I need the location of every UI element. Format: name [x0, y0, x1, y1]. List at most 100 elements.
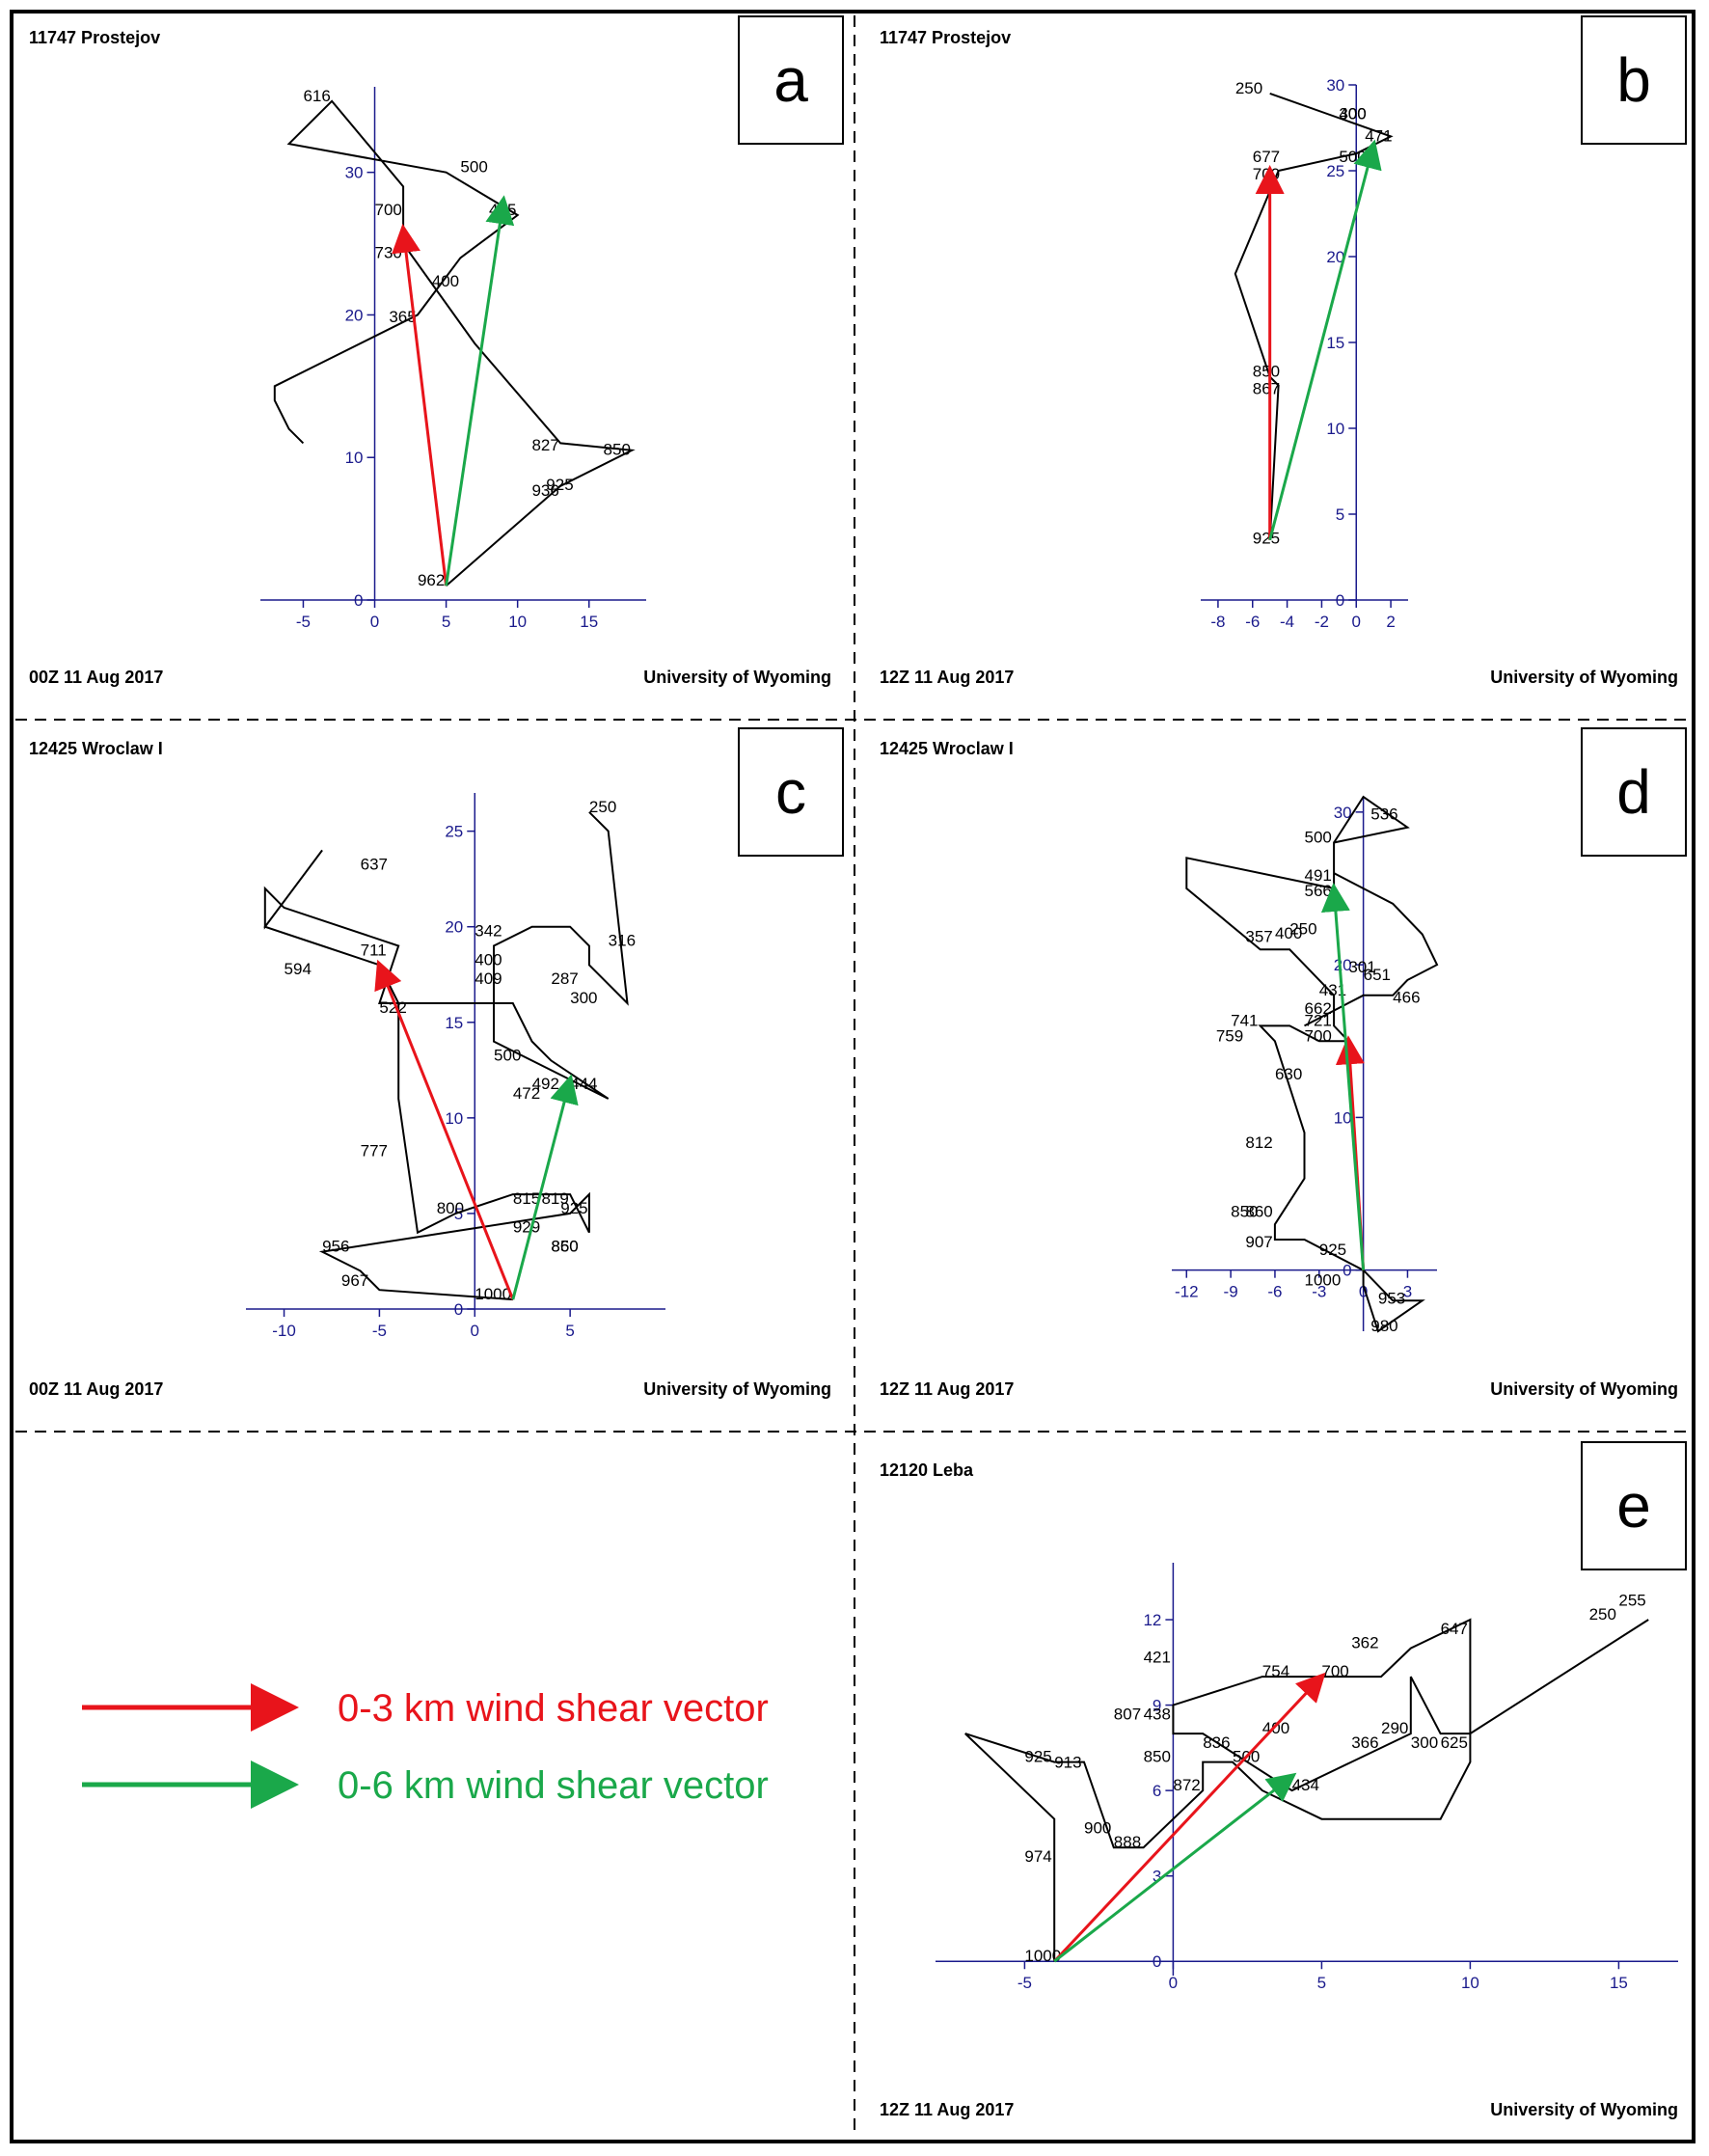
pressure-label: 1000 — [1305, 1271, 1342, 1290]
pressure-label: 500 — [460, 158, 487, 177]
pressure-label: 700 — [1305, 1026, 1332, 1045]
time-label: 12Z 11 Aug 2017 — [880, 1379, 1014, 1399]
pressure-label: 400 — [475, 950, 502, 969]
pressure-label: 400 — [432, 272, 459, 290]
pressure-label: 316 — [609, 932, 636, 950]
hodograph-line — [1185, 795, 1439, 1333]
pressure-label: 301 — [1348, 958, 1375, 976]
y-tick-label: 0 — [1343, 1262, 1351, 1280]
credit-label: University of Wyoming — [1490, 668, 1678, 687]
station-title: 11747 Prostejov — [880, 28, 1011, 47]
y-tick-label: 30 — [1326, 76, 1344, 95]
panel-b: 11747 Prostejov 12Z 11 Aug 2017 University… — [880, 15, 1687, 687]
pressure-label: 721 — [1305, 1011, 1332, 1029]
pressure-label: 491 — [1305, 866, 1332, 885]
pressure-label: 812 — [1245, 1133, 1272, 1152]
x-tick-label: 15 — [1610, 1974, 1628, 1992]
pressure-label: 409 — [475, 969, 502, 988]
pressure-label: 500 — [1339, 148, 1366, 166]
pressure-label: 1000 — [1024, 1947, 1061, 1965]
time-label: 00Z 11 Aug 2017 — [29, 1379, 163, 1399]
y-tick-label: 10 — [345, 449, 364, 467]
pressure-label: 677 — [1253, 148, 1280, 166]
pressure-label: 850 — [1144, 1748, 1171, 1766]
x-tick-label: 0 — [1352, 613, 1361, 631]
pressure-label: 754 — [1262, 1662, 1289, 1680]
pressure-label: 907 — [1245, 1233, 1272, 1251]
y-tick-label: 15 — [445, 1014, 463, 1032]
x-tick-label: 0 — [471, 1322, 479, 1340]
pressure-label: 925 — [1253, 529, 1280, 547]
pressure-label: 925 — [560, 1199, 587, 1217]
y-tick-label: 30 — [1334, 804, 1352, 822]
pressure-label: 925 — [546, 476, 573, 494]
pressure-label: 472 — [513, 1084, 540, 1103]
pressure-label: 925 — [1024, 1748, 1051, 1766]
y-tick-label: 20 — [1326, 248, 1344, 266]
pressure-label: 300 — [570, 989, 597, 1007]
pressure-label: 974 — [1024, 1847, 1051, 1866]
x-tick-label: -2 — [1315, 613, 1329, 631]
shear-vector-0-3km — [392, 223, 448, 587]
x-tick-label: -12 — [1175, 1283, 1199, 1301]
shear-vector-0-3km — [1053, 1672, 1326, 1963]
pressure-label: 936 — [531, 481, 558, 500]
pressure-label: 300 — [1339, 105, 1366, 123]
panel-letter-box — [1581, 1441, 1687, 1570]
pressure-label: 836 — [1203, 1733, 1230, 1752]
pressure-label: 250 — [589, 798, 616, 816]
pressure-label: 365 — [389, 308, 416, 326]
pressure-label: 730 — [375, 243, 402, 261]
pressure-label: 366 — [1351, 1733, 1378, 1752]
pressure-label: 953 — [1378, 1290, 1405, 1308]
pressure-label: 962 — [418, 571, 445, 589]
x-tick-label: -4 — [1280, 613, 1294, 631]
y-tick-label: 6 — [1153, 1782, 1161, 1800]
pressure-label: 630 — [1275, 1065, 1302, 1083]
panel-letter-box — [1581, 727, 1687, 857]
shear-vector-0-3km — [374, 959, 515, 1300]
pressure-label: 827 — [531, 436, 558, 454]
hodograph-line — [964, 1618, 1649, 1962]
y-tick-label: 15 — [1326, 334, 1344, 352]
pressure-label: 400 — [1339, 105, 1366, 123]
y-tick-label: 3 — [1153, 1868, 1161, 1886]
panel-letter: a — [773, 45, 808, 115]
time-label: 12Z 11 Aug 2017 — [880, 668, 1014, 687]
pressure-label: 594 — [285, 960, 312, 978]
station-title: 12425 Wroclaw I — [29, 739, 163, 758]
panel-letter-box — [738, 727, 844, 857]
pressure-label: 860 — [1245, 1202, 1272, 1220]
y-tick-label: 10 — [1326, 420, 1344, 438]
pressure-label: 287 — [551, 969, 578, 988]
x-tick-label: -6 — [1245, 613, 1260, 631]
pressure-label: 759 — [1216, 1026, 1243, 1045]
shear-vector-0-6km — [1053, 1772, 1297, 1963]
station-title: 11747 Prostejov — [29, 28, 160, 47]
pressure-label: 637 — [361, 855, 388, 873]
time-label: 00Z 11 Aug 2017 — [29, 668, 163, 687]
panel-letter: b — [1616, 45, 1651, 115]
x-tick-label: -5 — [296, 613, 311, 631]
credit-label: University of Wyoming — [643, 1379, 831, 1399]
pressure-label: 807 — [1114, 1705, 1141, 1723]
pressure-label: 250 — [1289, 919, 1316, 938]
pressure-label: 662 — [1305, 999, 1332, 1018]
pressure-label: 536 — [1370, 805, 1397, 824]
y-tick-label: 5 — [1336, 505, 1344, 524]
pressure-label: 522 — [379, 998, 406, 1017]
y-tick-label: 5 — [454, 1205, 463, 1223]
pressure-label: 850 — [604, 440, 631, 458]
figure-frame — [10, 10, 1695, 2143]
pressure-label: 888 — [1114, 1833, 1141, 1851]
x-tick-label: 5 — [565, 1322, 574, 1340]
pressure-label: 362 — [1351, 1634, 1378, 1652]
pressure-label: 466 — [1393, 989, 1420, 1007]
pressure-label: 400 — [1275, 924, 1302, 942]
pressure-label: 500 — [494, 1046, 521, 1064]
pressure-label: 1000 — [475, 1285, 511, 1303]
hodograph-line — [263, 811, 629, 1301]
x-tick-label: 0 — [1169, 1974, 1178, 1992]
